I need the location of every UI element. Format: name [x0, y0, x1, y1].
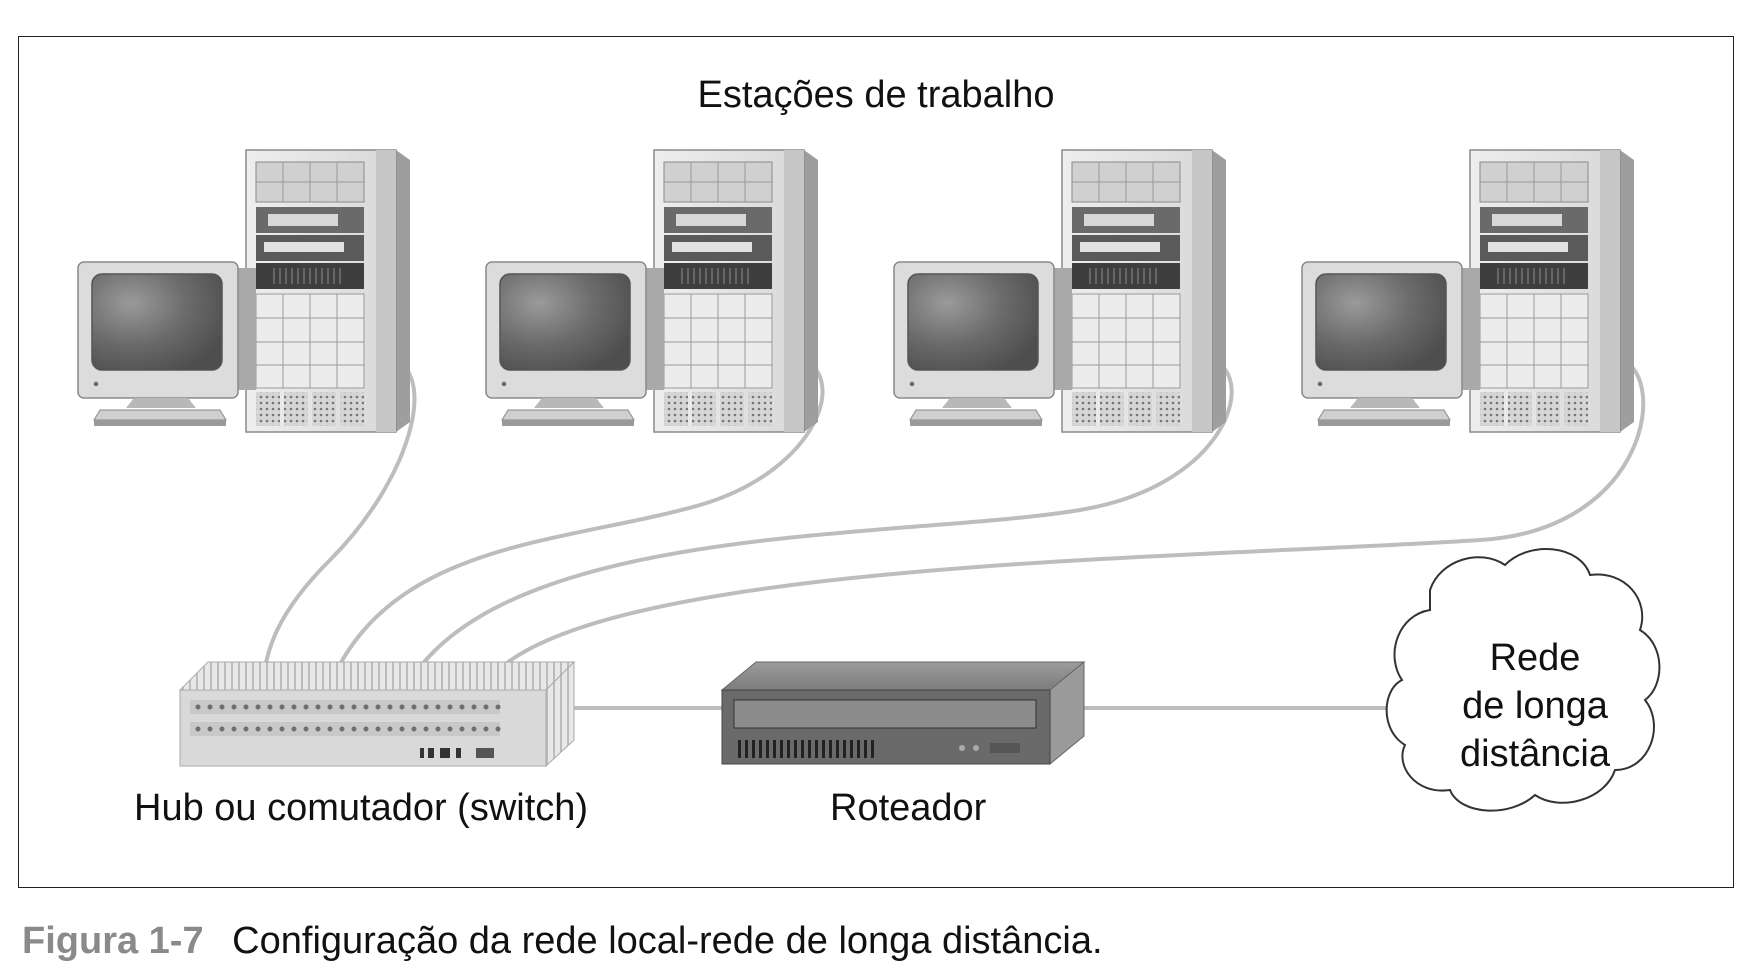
wan-label-line-2: de longa: [1462, 685, 1608, 727]
cables: [260, 356, 1646, 710]
cable-workstation-2: [322, 356, 825, 701]
figure-caption-text: Configuração da rede local-rede de longa…: [232, 920, 1103, 962]
wan-cloud: [1385, 548, 1661, 812]
hub-switch-label: Hub ou comutador (switch): [134, 787, 589, 829]
wan-label-line-1: Rede: [1489, 637, 1581, 679]
cable-workstation-3: [398, 356, 1234, 701]
workstation-1: [77, 149, 411, 433]
router-label: Roteador: [830, 787, 987, 829]
cable-workstation-4: [476, 356, 1646, 701]
figure-caption: Figura 1-7 Configuração da rede local-re…: [22, 920, 1103, 963]
figure-number: Figura 1-7: [22, 920, 204, 962]
workstation-3: [893, 149, 1227, 433]
wan-label: Rede de longa distância: [1410, 634, 1660, 778]
figure-frame: [18, 36, 1734, 888]
workstations-label: Estações de trabalho: [697, 74, 1055, 116]
cable-workstation-1: [260, 356, 417, 701]
router: [720, 660, 1086, 766]
workstations: [77, 149, 1635, 433]
workstation-2: [485, 149, 819, 433]
workstation-4: [1301, 149, 1635, 433]
hub-switch: [178, 660, 576, 768]
wan-label-line-3: distância: [1460, 733, 1610, 775]
